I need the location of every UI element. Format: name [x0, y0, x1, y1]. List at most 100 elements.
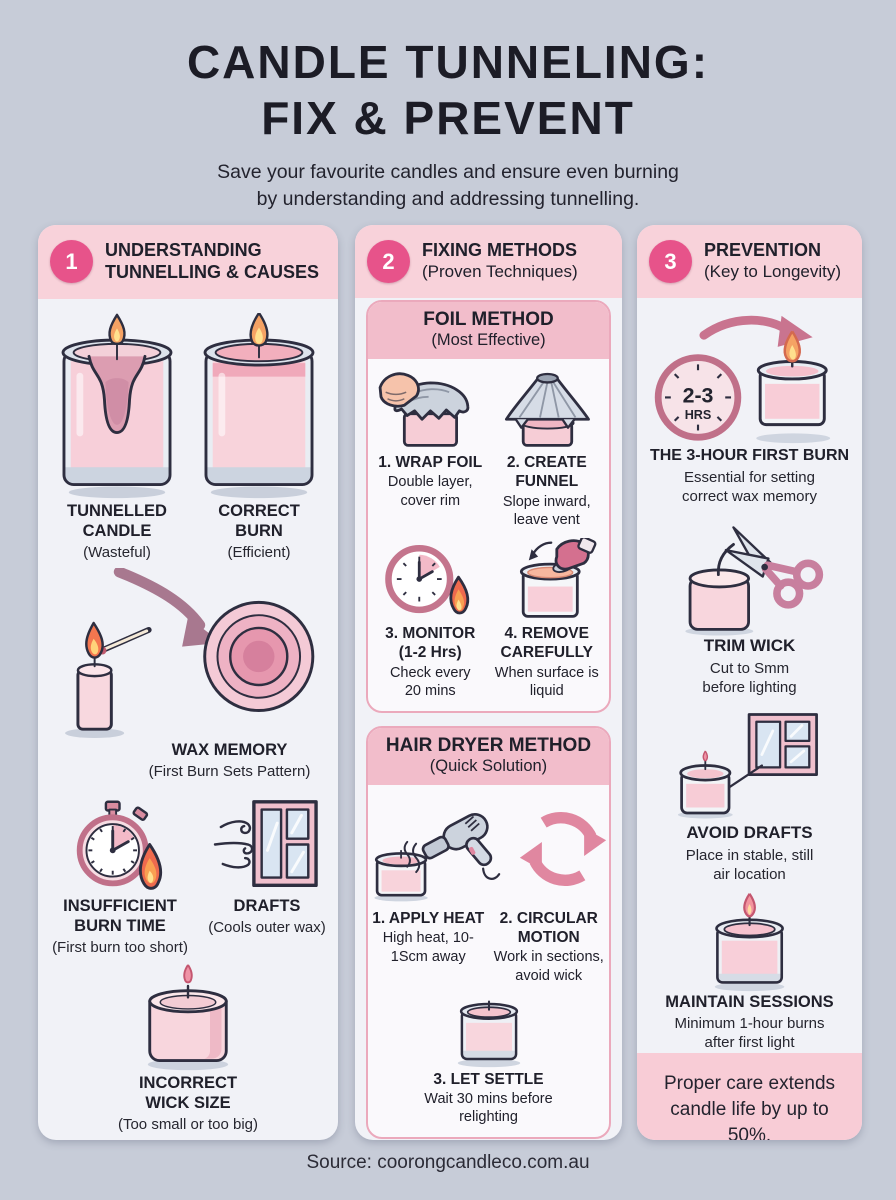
incorrect-wick-label: INCORRECT WICK SIZE	[138, 1074, 238, 1113]
trim-wick-caption: TRIM WICK Cut to Smm before lighting	[675, 636, 825, 697]
hair-dryer-step-3: 3. LET SETTLE Wait 30 mins before religh…	[368, 990, 609, 1137]
tunnelled-candle-icon	[61, 313, 173, 499]
foil-step-3: 3. MONITOR (1-2 Hrs) Check every 20 mins	[372, 538, 489, 701]
first-burn-figure: 2-3 HRS THE 3-HOUR FIRST BURN Essentia	[647, 310, 852, 506]
page-subtitle-line1: Save your favourite candles and ensure e…	[217, 161, 679, 184]
maintain-sessions-candle-icon	[714, 893, 784, 992]
maintain-sessions-label: MAINTAIN SESSIONS	[665, 993, 834, 1012]
column-3-title-main: PREVENTION	[704, 240, 822, 261]
correct-burn-sub: (Efficient)	[227, 544, 291, 562]
circular-motion-arrows-icon	[519, 811, 606, 886]
hair-dryer-step-3-title: 3. LET SETTLE	[433, 1070, 544, 1088]
avoid-drafts-figure: AVOID DRAFTS Place in stable, still air …	[669, 709, 831, 884]
column-2-body: FOIL METHOD (Most Effective)	[355, 298, 622, 1140]
column-fixing-methods: 2 FIXING METHODS (Proven Techniques) FOI…	[355, 225, 622, 1140]
foil-step-3-title: 3. MONITOR (1-2 Hrs)	[385, 624, 476, 662]
stopwatch-flame-icon	[76, 800, 163, 890]
correct-burn-label: CORRECT BURN	[218, 501, 300, 541]
clock-hours-value: 2-3	[683, 383, 714, 407]
column-1-number-badge: 1	[50, 240, 93, 284]
column-2-title-main: FIXING METHODS	[422, 240, 578, 261]
source-attribution: Source: coorongcandleco.com.au	[306, 1152, 590, 1173]
prevention-footer-note: Proper care extends candle life by up to…	[637, 1052, 862, 1140]
prevention-footer-text: Proper care extends candle life by up to…	[663, 1072, 836, 1140]
incorrect-wick-candle-icon	[147, 964, 229, 1071]
insufficient-burn-time-label: INSUFFICIENT BURN TIME	[63, 896, 177, 935]
first-burn-caption: THE 3-HOUR FIRST BURN Essential for sett…	[647, 446, 852, 506]
column-1-body: TUNNELLED CANDLE (Wasteful)	[38, 299, 338, 1140]
column-2-title: FIXING METHODS (Proven Techniques)	[422, 240, 578, 283]
correct-burn-figure: CORRECT BURN (Efficient)	[196, 312, 322, 562]
foil-step-4: 4. REMOVE CAREFULLY When surface is liqu…	[489, 537, 606, 701]
hair-dryer-method-sub: (Quick Solution)	[429, 756, 548, 775]
candle-comparison-row: TUNNELLED CANDLE (Wasteful)	[38, 312, 338, 562]
page-header: CANDLE TUNNELING: FIX & PREVENT Save you…	[0, 34, 896, 212]
column-3-title: PREVENTION (Key to Longevity)	[704, 240, 841, 283]
clock-hours-unit: HRS	[685, 408, 712, 422]
incorrect-wick-figure: INCORRECT WICK SIZE (Too small or too bi…	[118, 963, 258, 1134]
insufficient-burn-time-figure: INSUFFICIENT BURN TIME (First burn too s…	[41, 794, 199, 957]
three-hour-first-burn-icon: 2-3 HRS	[654, 315, 831, 444]
foil-method-title: FOIL METHOD	[423, 309, 554, 330]
foil-step-1: 1. WRAP FOIL Double layer, cover rim	[372, 367, 489, 530]
foil-step-4-desc: When surface is liquid	[494, 664, 599, 700]
correct-burn-candle-icon	[203, 312, 315, 499]
column-understanding: 1 UNDERSTANDING TUNNELLING & CAUSES	[38, 225, 338, 1140]
window-wind-icon	[213, 799, 318, 887]
insufficient-burn-time-sub: (First burn too short)	[52, 938, 188, 956]
foil-step-1-title: 1. WRAP FOIL	[378, 454, 483, 471]
hair-dryer-candle-icon	[374, 812, 501, 902]
foil-step-3-desc: Check every 20 mins	[389, 664, 471, 700]
wax-memory-caption: WAX MEMORY (First Burn Sets Pattern)	[127, 740, 338, 781]
column-prevention: 3 PREVENTION (Key to Longevity)	[637, 225, 862, 1140]
avoid-drafts-desc: Place in stable, still air location	[685, 846, 814, 883]
hair-dryer-method-header: HAIR DRYER METHOD (Quick Solution)	[368, 727, 609, 785]
tunnelled-candle-caption: TUNNELLED CANDLE (Wasteful)	[54, 501, 180, 562]
column-2-title-sub: (Proven Techniques)	[422, 262, 578, 282]
hair-dryer-step-2-desc: Work in sections, avoid wick	[493, 949, 604, 984]
column-3-title-sub: (Key to Longevity)	[704, 262, 842, 282]
column-1-header: 1 UNDERSTANDING TUNNELLING & CAUSES	[38, 225, 338, 299]
drafts-figure: DRAFTS (Cools outer wax)	[199, 794, 335, 957]
trim-wick-figure: TRIM WICK Cut to Smm before lighting	[675, 518, 825, 697]
avoid-drafts-label: AVOID DRAFTS	[686, 823, 813, 842]
maintain-sessions-desc: Minimum 1-hour burns after first light	[674, 1015, 825, 1052]
hair-dryer-step-2: 2. CIRCULAR MOTION Work in sections, avo…	[489, 907, 610, 986]
hair-dryer-step-1: 1. APPLY HEAT High heat, 10-1Scm away	[368, 907, 489, 986]
foil-step-2-title: 2. CREATE FUNNEL	[506, 454, 587, 491]
hair-dryer-illustration-row	[368, 785, 609, 905]
drafts-label: DRAFTS	[233, 896, 301, 915]
page-title-line2: FIX & PREVENT	[261, 92, 635, 145]
remove-carefully-icon	[519, 537, 597, 618]
column-3-body: 2-3 HRS THE 3-HOUR FIRST BURN Essentia	[637, 298, 862, 1140]
incorrect-wick-sub: (Too small or too big)	[117, 1116, 259, 1134]
causes-row: INSUFFICIENT BURN TIME (First burn too s…	[38, 794, 338, 957]
avoid-drafts-caption: AVOID DRAFTS Place in stable, still air …	[669, 823, 831, 884]
page-subtitle-line2: by understanding and addressing tunnelli…	[256, 187, 640, 210]
drafts-caption: DRAFTS (Cools outer wax)	[199, 896, 335, 937]
foil-method-header: FOIL METHOD (Most Effective)	[368, 302, 609, 359]
column-2-header: 2 FIXING METHODS (Proven Techniques)	[355, 225, 622, 298]
tunnelled-candle-figure: TUNNELLED CANDLE (Wasteful)	[54, 313, 180, 562]
trim-wick-label: TRIM WICK	[703, 635, 796, 655]
foil-step-2-desc: Slope inward, leave vent	[502, 493, 591, 529]
hair-dryer-step-1-desc: High heat, 10-1Scm away	[382, 930, 474, 965]
column-3-number-badge: 3	[649, 240, 692, 283]
tunnelled-candle-label: TUNNELLED CANDLE	[67, 501, 167, 541]
page-subtitle: Save your favourite candles and ensure e…	[0, 159, 896, 212]
hair-dryer-method-card: HAIR DRYER METHOD (Quick Solution)	[366, 725, 611, 1139]
first-burn-desc: Essential for setting correct wax memory	[681, 468, 818, 505]
maintain-sessions-figure: MAINTAIN SESSIONS Minimum 1-hour burns a…	[660, 892, 840, 1053]
wax-memory-label: WAX MEMORY	[171, 741, 288, 760]
page-title-line1: CANDLE TUNNELING:	[186, 36, 710, 88]
page-title: CANDLE TUNNELING: FIX & PREVENT	[0, 34, 896, 146]
maintain-sessions-caption: MAINTAIN SESSIONS Minimum 1-hour burns a…	[660, 992, 840, 1053]
foil-method-card: FOIL METHOD (Most Effective)	[366, 300, 611, 713]
hair-dryer-steps-text: 1. APPLY HEAT High heat, 10-1Scm away 2.…	[368, 907, 609, 986]
foil-step-1-desc: Double layer, cover rim	[387, 474, 473, 509]
columns-container: 1 UNDERSTANDING TUNNELLING & CAUSES	[38, 225, 862, 1140]
hair-dryer-step-3-desc: Wait 30 mins before relighting	[424, 1090, 553, 1126]
foil-method-steps: 1. WRAP FOIL Double layer, cover rim	[368, 359, 609, 711]
foil-method-sub: (Most Effective)	[431, 331, 546, 349]
